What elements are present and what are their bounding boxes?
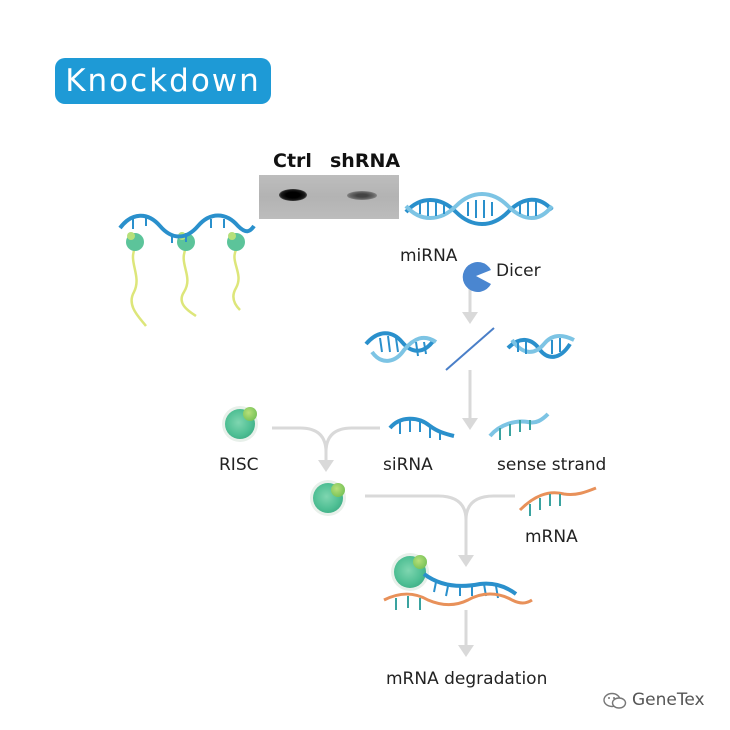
blot-band-shrna [347,191,377,200]
blot-label-ctrl: Ctrl [273,150,312,172]
label-risc: RISC [219,455,259,475]
blot-label-shrna: shRNA [330,150,401,172]
mirna-helix [404,192,554,226]
risc-complex [222,406,258,442]
degradation-complex [383,553,533,610]
watermark-text: GeneTex [632,690,705,710]
label-sirna: siRNA [383,455,433,475]
label-sense-strand: sense strand [497,455,607,475]
label-mrna: mRNA [525,527,578,547]
label-dicer: Dicer [496,261,541,281]
mrna-strand [518,486,597,516]
sense-strand [488,412,550,440]
shrna-construct [118,213,256,327]
arrow-heads [318,312,478,657]
dicer-enzyme [462,262,491,292]
western-blot [259,175,399,219]
wechat-icon [603,692,627,709]
label-mrna-degradation: mRNA degradation [386,669,548,689]
cleavage-slash [445,327,495,371]
cleaved-helix-left [364,331,438,363]
blot-band-ctrl [279,189,307,201]
cleaved-helix-right [506,333,575,359]
sirna-strand [388,416,455,440]
label-mirna: miRNA [400,246,458,266]
title-badge: Knockdown [55,58,271,104]
risc-loaded [310,480,346,516]
